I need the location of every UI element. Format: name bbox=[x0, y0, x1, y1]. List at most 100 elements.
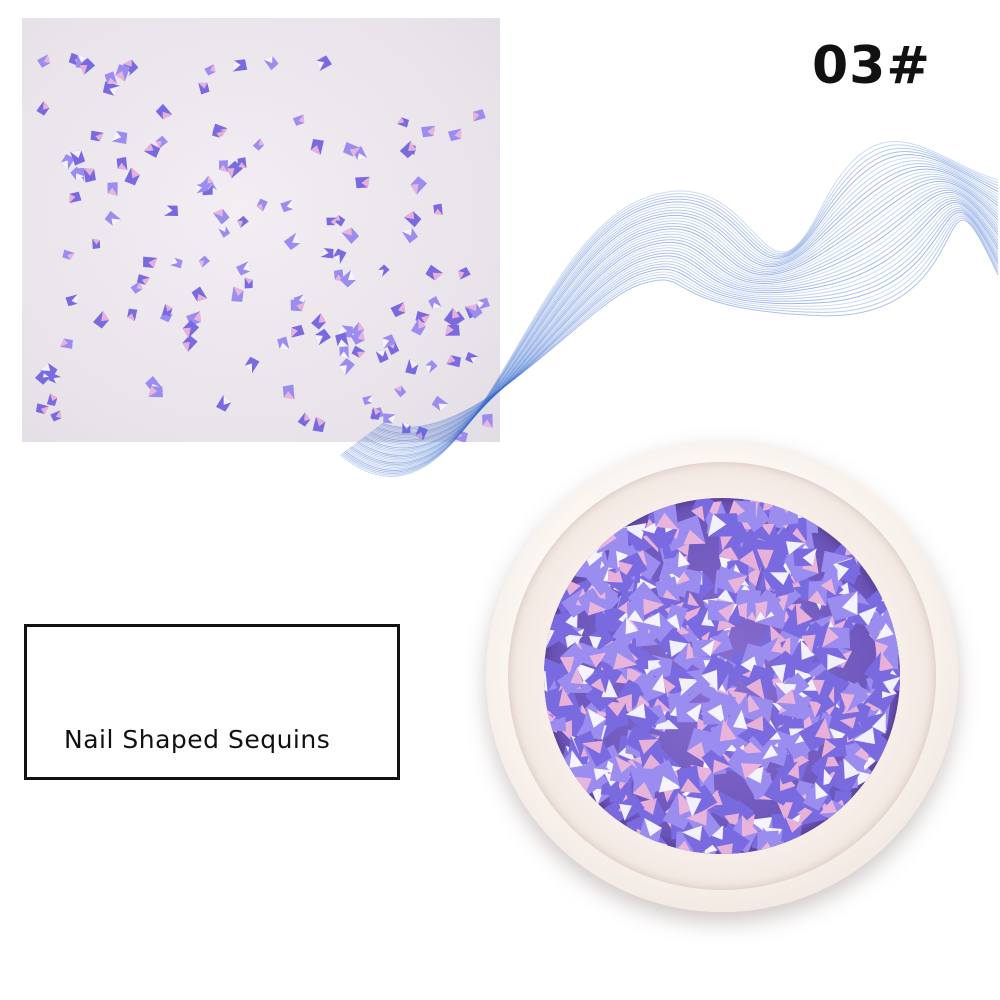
sequin bbox=[602, 635, 637, 670]
sequin bbox=[39, 363, 58, 379]
sequin bbox=[666, 664, 696, 692]
sequin bbox=[675, 702, 702, 723]
sequin bbox=[665, 551, 690, 579]
sequin bbox=[252, 138, 265, 151]
sequin bbox=[320, 248, 334, 259]
sequin bbox=[316, 55, 332, 72]
sequin bbox=[370, 407, 381, 420]
shade-code-label: 03# bbox=[812, 36, 931, 96]
sequin bbox=[822, 627, 851, 649]
sequin bbox=[773, 527, 805, 555]
sequin bbox=[232, 59, 248, 72]
sequin bbox=[104, 210, 122, 226]
sequin bbox=[415, 426, 428, 441]
sequin bbox=[277, 336, 290, 350]
sequin bbox=[351, 345, 366, 358]
sequin bbox=[773, 498, 799, 527]
sequin bbox=[609, 756, 632, 783]
sequin bbox=[762, 744, 788, 767]
sequin bbox=[393, 385, 407, 398]
sequin bbox=[403, 211, 422, 228]
sequin bbox=[821, 737, 847, 758]
sequin bbox=[836, 558, 862, 582]
sequin bbox=[582, 755, 610, 781]
sequin bbox=[676, 514, 706, 545]
sequin bbox=[433, 203, 443, 215]
sequin bbox=[625, 725, 659, 755]
sequin bbox=[853, 727, 891, 762]
sequin bbox=[169, 257, 183, 269]
sequin bbox=[292, 114, 305, 126]
sequin bbox=[701, 655, 734, 692]
sequin bbox=[840, 681, 870, 713]
sequin bbox=[578, 643, 607, 668]
sequin bbox=[410, 176, 428, 195]
sequin bbox=[743, 715, 778, 747]
sequin bbox=[648, 759, 682, 793]
sequin bbox=[148, 386, 163, 398]
sequin bbox=[445, 324, 460, 336]
sequin bbox=[781, 816, 803, 843]
sequin bbox=[182, 320, 200, 339]
sequin bbox=[590, 668, 611, 694]
sequin bbox=[111, 131, 128, 144]
sequin bbox=[311, 313, 327, 330]
sequin bbox=[701, 719, 737, 758]
sequin bbox=[812, 668, 838, 696]
sequin bbox=[589, 626, 615, 653]
sequin bbox=[625, 703, 660, 735]
sequin bbox=[839, 716, 864, 741]
sequin bbox=[802, 782, 829, 811]
sequin bbox=[574, 545, 603, 579]
sequin bbox=[69, 191, 82, 204]
sequin bbox=[283, 232, 301, 251]
sequin bbox=[477, 297, 491, 310]
sequin bbox=[876, 623, 900, 647]
sequin bbox=[641, 612, 674, 642]
sequin bbox=[771, 650, 802, 684]
sequin bbox=[263, 55, 279, 71]
sequin bbox=[37, 54, 51, 68]
sequin bbox=[781, 603, 813, 640]
sequin bbox=[473, 109, 486, 122]
sequin bbox=[244, 356, 260, 374]
sequin bbox=[443, 307, 461, 326]
sequin bbox=[458, 266, 471, 280]
sequin bbox=[619, 794, 645, 821]
sequin bbox=[858, 712, 886, 739]
sequin bbox=[397, 117, 410, 128]
sequin bbox=[452, 430, 468, 442]
sequin bbox=[70, 150, 86, 166]
sequin bbox=[819, 799, 849, 826]
sequin bbox=[665, 604, 689, 631]
sequin bbox=[310, 138, 324, 156]
sequin bbox=[163, 205, 179, 217]
sequin bbox=[35, 403, 49, 414]
sequin bbox=[871, 669, 900, 694]
sequin bbox=[213, 208, 230, 225]
sequin bbox=[115, 64, 131, 82]
sequin bbox=[297, 412, 311, 427]
sequin bbox=[218, 226, 231, 238]
sequin bbox=[362, 395, 373, 405]
sequin bbox=[191, 286, 208, 302]
sequin bbox=[62, 249, 75, 260]
sequin bbox=[808, 580, 828, 607]
sequin bbox=[715, 566, 748, 594]
sequin bbox=[465, 352, 479, 364]
sequin bbox=[339, 269, 357, 288]
caption-box: Nail Shaped Sequins bbox=[24, 624, 400, 780]
sequin bbox=[446, 355, 462, 368]
sequin bbox=[244, 277, 253, 289]
sequin bbox=[556, 667, 584, 695]
sequin bbox=[65, 294, 78, 307]
sequin bbox=[282, 384, 295, 400]
sequin bbox=[686, 809, 721, 843]
sequin bbox=[339, 357, 355, 376]
sequin bbox=[828, 757, 860, 794]
sequin bbox=[676, 765, 702, 794]
sequin bbox=[579, 708, 607, 740]
sequin bbox=[204, 64, 216, 76]
sequin bbox=[343, 141, 361, 157]
sequin bbox=[127, 308, 138, 321]
